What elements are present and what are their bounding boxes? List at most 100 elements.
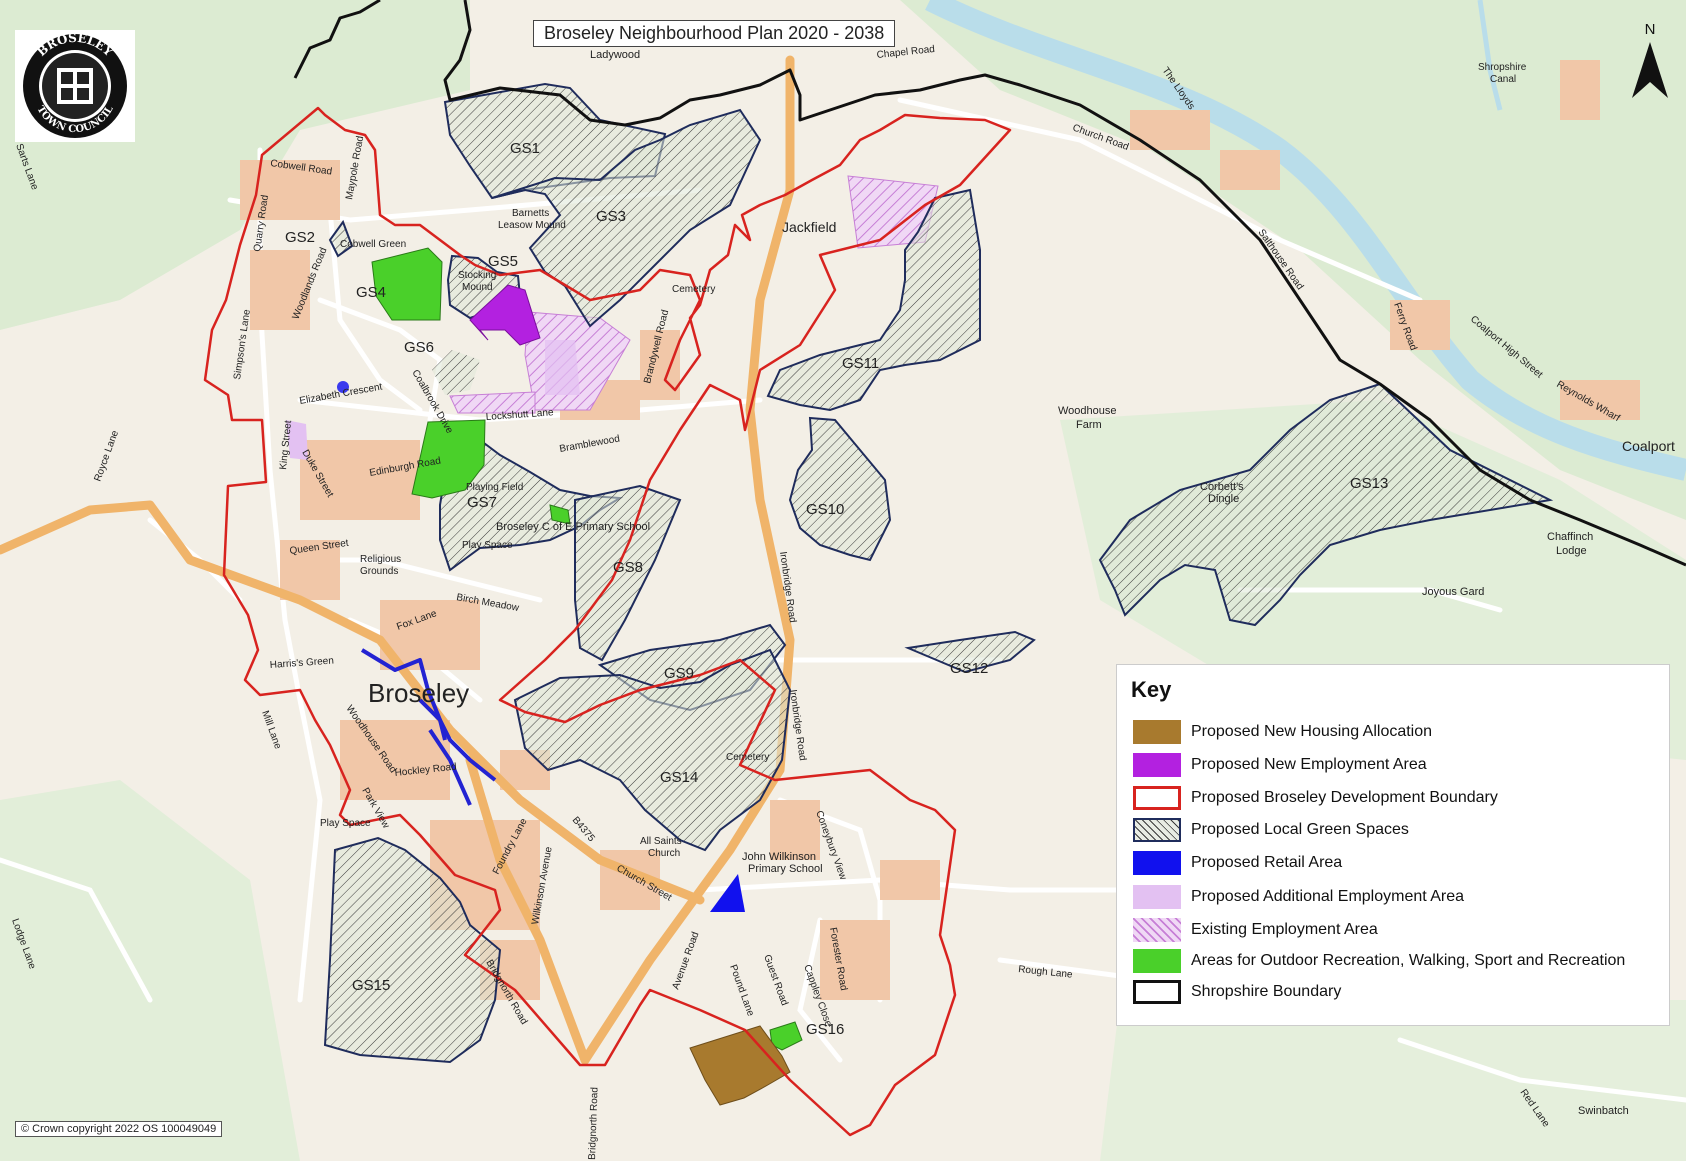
gs-label: GS14	[660, 769, 698, 786]
place-label: Playing Field	[466, 482, 523, 493]
key-label: Proposed New Employment Area	[1191, 756, 1427, 773]
gs-label: GS8	[613, 559, 643, 576]
gs8-area	[574, 484, 682, 662]
shropshire-boundary-swatch	[1133, 980, 1181, 1004]
retail-area-polygon	[710, 874, 745, 912]
shropshire-canal	[1477, 0, 1503, 111]
place-label: Mound	[462, 282, 493, 293]
gs-label: GS5	[488, 253, 518, 270]
gs4-recreation-area	[371, 247, 443, 321]
gs-label: GS15	[352, 977, 390, 994]
place-label: Canal	[1490, 74, 1516, 85]
key-label: Proposed Local Green Spaces	[1191, 821, 1409, 838]
green-spaces-swatch	[1133, 818, 1181, 842]
gs10-area	[788, 416, 892, 562]
gs7-small-recreation	[549, 504, 571, 525]
place-label: John Wilkinson	[742, 851, 816, 863]
key-item-boundary: Proposed Broseley Development Boundary	[1133, 785, 1498, 811]
map-key: Key Proposed New Housing Allocation Prop…	[1116, 664, 1670, 1026]
place-label: Joyous Gard	[1422, 586, 1484, 598]
key-item-shropshire-boundary: Shropshire Boundary	[1133, 979, 1341, 1005]
key-label: Proposed Broseley Development Boundary	[1191, 789, 1498, 806]
place-label: Barnetts	[512, 208, 549, 219]
key-title: Key	[1131, 677, 1172, 702]
river-severn	[925, 0, 1686, 481]
place-label: Grounds	[360, 566, 398, 577]
place-label: Shropshire	[1478, 62, 1527, 73]
key-item-housing: Proposed New Housing Allocation	[1133, 719, 1432, 745]
gs-label: GS7	[467, 494, 497, 511]
additional-employment-swatch	[1133, 885, 1181, 909]
place-label: Primary School	[748, 863, 823, 875]
gs11-area	[766, 188, 981, 412]
place-label: Swinbatch	[1578, 1105, 1629, 1117]
retail-swatch	[1133, 851, 1181, 875]
gs12-area	[904, 630, 1036, 674]
map-title: Broseley Neighbourhood Plan 2020 - 2038	[533, 20, 896, 47]
key-item-recreation: Areas for Outdoor Recreation, Walking, S…	[1133, 948, 1625, 974]
svg-text:N: N	[1645, 21, 1656, 38]
place-label: Broseley C of E Primary School	[496, 521, 650, 533]
gs2-area	[328, 219, 354, 258]
key-item-green-spaces: Proposed Local Green Spaces	[1133, 817, 1409, 843]
place-label: Woodhouse	[1058, 405, 1117, 417]
boundary-swatch	[1133, 786, 1181, 810]
place-label: Religious	[360, 554, 401, 565]
road-label: King Street	[278, 420, 294, 471]
new-employment-area	[469, 284, 541, 346]
place-label: Leasow Mound	[498, 220, 566, 231]
town-label-broseley: Broseley	[368, 678, 469, 708]
key-item-additional-employment: Proposed Additional Employment Area	[1133, 884, 1464, 910]
gs-label: GS10	[806, 501, 844, 518]
place-label: Corbett's	[1200, 481, 1244, 493]
north-arrow-icon: N	[1632, 21, 1668, 98]
recreation-swatch	[1133, 949, 1181, 973]
gs-label: GS3	[596, 208, 626, 225]
place-label: Cemetery	[726, 752, 769, 763]
place-label: Lodge	[1556, 545, 1587, 557]
shropshire-boundary	[293, 0, 381, 79]
gs7-recreation-area	[411, 419, 486, 499]
retail-area-line	[418, 698, 447, 741]
key-label: Proposed Retail Area	[1191, 854, 1343, 871]
new-housing-allocation	[689, 1025, 791, 1106]
gs13-area	[1098, 382, 1554, 627]
place-label: Chaffinch	[1547, 531, 1593, 543]
housing-swatch	[1133, 720, 1181, 744]
gs14-area	[513, 648, 792, 852]
key-label: Areas for Outdoor Recreation, Walking, S…	[1191, 952, 1626, 969]
gs-label: GS6	[404, 339, 434, 356]
key-label: Proposed Additional Employment Area	[1191, 888, 1465, 905]
place-label: All Saints	[640, 836, 682, 847]
existing-employment-swatch	[1133, 918, 1181, 942]
retail-area-line	[360, 648, 497, 782]
key-label: Proposed New Housing Allocation	[1191, 723, 1433, 740]
place-label: Cobwell Green	[340, 239, 406, 250]
place-label: Dingle	[1208, 493, 1239, 505]
key-label: Existing Employment Area	[1191, 921, 1378, 938]
b4373-road	[0, 500, 705, 905]
gs-label: GS4	[356, 284, 386, 301]
road-label: Harris's Green	[269, 656, 334, 671]
place-label: Farm	[1076, 419, 1102, 431]
woodland-area	[0, 780, 300, 1161]
place-label: Play Space	[320, 818, 371, 829]
gs6-area	[432, 350, 480, 395]
key-item-employment: Proposed New Employment Area	[1133, 752, 1427, 778]
place-label: Ladywood	[590, 49, 640, 61]
place-label-jackfield: Jackfield	[782, 219, 836, 235]
development-boundary	[203, 106, 1012, 1137]
gs3-area	[491, 108, 762, 328]
gs-label: GS12	[950, 660, 988, 677]
shropshire-boundary	[443, 0, 1686, 567]
gs-label: GS11	[842, 355, 879, 372]
gs15-area	[323, 836, 502, 1064]
retail-point	[337, 381, 349, 393]
key-label: Shropshire Boundary	[1191, 983, 1342, 1000]
place-label-coalport: Coalport	[1622, 438, 1675, 454]
copyright-notice: © Crown copyright 2022 OS 100049049	[15, 1121, 223, 1137]
bridgnorth-road	[465, 755, 590, 1065]
place-label: Play Space	[462, 540, 513, 551]
